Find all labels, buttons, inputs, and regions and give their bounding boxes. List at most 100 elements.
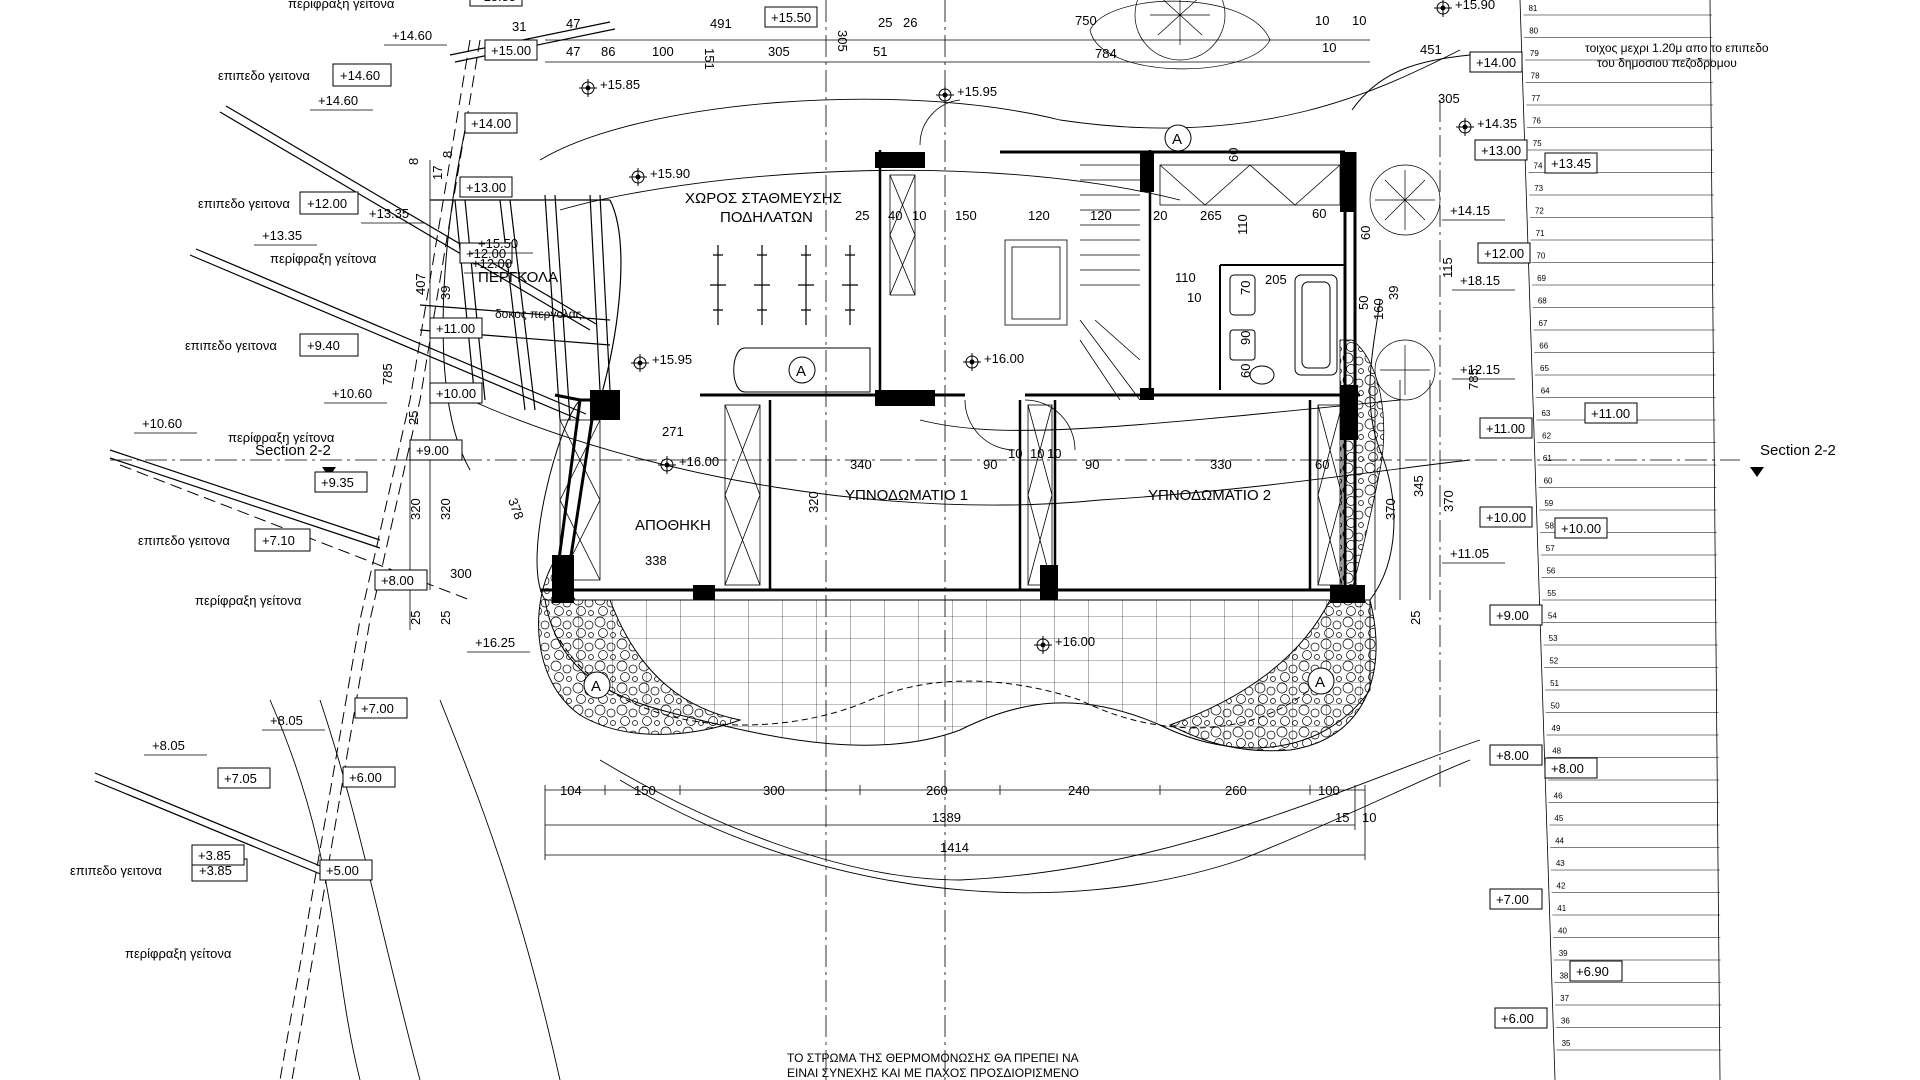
ramp-step-number: 37	[1560, 994, 1569, 1003]
dimension-value: 25	[438, 611, 453, 625]
dimension-value: 340	[850, 457, 872, 472]
dimension-value: 305	[1438, 91, 1460, 106]
ramp-strip	[1519, 0, 1721, 1080]
spot-level-value: +15.90	[650, 166, 690, 181]
boxed-level: +13.00	[459, 176, 513, 198]
dimension-value: 110	[1235, 214, 1250, 235]
boxed-level: +6.90	[1569, 960, 1623, 982]
insulation-note-line-1: ΤΟ ΣΤΡΩΜΑ ΤΗΣ ΘΕΡΜΟΜΟΝΩΣΗΣ ΘΑ ΠΡΕΠΕΙ ΝΑ	[787, 1051, 1079, 1065]
section-markers	[322, 467, 1764, 477]
dimension-value: 47	[566, 16, 580, 31]
ramp-step-number: 55	[1547, 589, 1556, 598]
boxed-level: +8.00	[1544, 757, 1598, 779]
boxed-level-value: +6.00	[1501, 1011, 1534, 1026]
ramp-step-number: 51	[1550, 679, 1559, 688]
section-label-left: Section 2-2	[255, 442, 331, 459]
boxed-level: +13.45	[1544, 152, 1598, 174]
dimension-value: 305	[768, 44, 790, 59]
boxed-level: +6.00	[342, 766, 396, 788]
wall-note-line-2: του δημοσιου πεζοδρομου	[1597, 56, 1737, 70]
fence-label-1: περίφραξη γείτονα	[288, 0, 395, 11]
dimension-value: 120	[1028, 208, 1050, 223]
fence-label-4: περίφραξη γείτονα	[195, 593, 302, 608]
marker-a-4: A	[1307, 667, 1335, 695]
free-level: +14.15	[1442, 203, 1505, 221]
structural-columns	[552, 152, 1365, 603]
boxed-level-value: +9.35	[321, 475, 354, 490]
door-swings	[919, 99, 1076, 451]
boxed-level-value: +10.00	[1486, 510, 1526, 525]
dimension-value: 271	[662, 424, 684, 439]
boxed-level-value: +15.85	[476, 0, 516, 4]
dimension-value: 10	[1030, 446, 1044, 461]
boxed-level: +10.00	[1479, 506, 1533, 528]
spot-level: +15.95	[936, 84, 997, 104]
planter-markers: A A A A	[583, 124, 1335, 699]
dimension-value: 150	[634, 783, 656, 798]
dimension-value: 1414	[940, 840, 969, 855]
label-pergola-beam: δοκος περγολας	[495, 307, 582, 321]
room-labels: ΧΩΡΟΣ ΣΤΑΘΜΕΥΣΗΣ ΠΟΔΗΛΑΤΩΝ ΠΕΡΓΚΟΛΑ δοκο…	[478, 190, 1271, 534]
ramp-step-number: 81	[1528, 4, 1537, 13]
boxed-level-value: +11.00	[1591, 406, 1630, 421]
dimension-value: 26	[903, 15, 917, 30]
section-label-right: Section 2-2	[1760, 442, 1836, 459]
ramp-step-number: 64	[1541, 387, 1550, 396]
boxed-level: +7.00	[1489, 888, 1543, 910]
boxed-level-value: +15.50	[771, 10, 811, 25]
ramp-step-number: 79	[1530, 49, 1539, 58]
dimension-value: 320	[806, 491, 821, 513]
dimension-value: 320	[408, 498, 423, 520]
spot-level-value: +14.35	[1477, 116, 1517, 131]
dimension-value: 305	[835, 30, 850, 52]
ramp-step-number: 52	[1549, 657, 1558, 666]
dimension-value: 10	[1315, 13, 1329, 28]
ramp-step-number: 44	[1555, 837, 1564, 846]
dimension-value: 491	[710, 16, 732, 31]
terrain-contours	[269, 49, 1481, 1080]
boxed-level: +11.00	[1584, 402, 1638, 424]
spot-level-value: +15.95	[652, 352, 692, 367]
ramp-step-number: 69	[1537, 274, 1546, 283]
free-level-value: +13.35	[369, 206, 409, 221]
ramp-step-number: 46	[1554, 792, 1563, 801]
dimension-value: 150	[955, 208, 977, 223]
dimension-value: 10	[1322, 40, 1336, 55]
ramp-step-number: 67	[1539, 319, 1548, 328]
spot-level-value: +16.00	[1055, 634, 1095, 649]
ramp-step-number: 73	[1534, 184, 1543, 193]
boxed-level-value: +6.90	[1576, 964, 1609, 979]
spot-level: +15.85	[579, 77, 640, 97]
boxed-level-value: +3.85	[198, 848, 231, 863]
dimension-value: 265	[1200, 208, 1222, 223]
svg-text:επιπεδο γειτονα: επιπεδο γειτονα	[185, 338, 277, 353]
ramp-step-number: 71	[1536, 229, 1545, 238]
garden-outline	[442, 54, 1471, 601]
ramp-step-number: 59	[1544, 499, 1553, 508]
boxed-level-value: +5.00	[326, 863, 359, 878]
ramp-step-number: 80	[1529, 27, 1538, 36]
boxed-level-value: +7.00	[361, 701, 394, 716]
notes: τοιχος μεχρι 1.20μ απο το επιπεδο του δη…	[255, 41, 1836, 1080]
ramp-step-number: 39	[1559, 949, 1568, 958]
svg-text:επιπεδο γειτονα: επιπεδο γειτονα	[218, 68, 310, 83]
boxed-level-value: +11.00	[436, 321, 475, 336]
label-bedroom-2: ΥΠΝΟΔΩΜΑΤΙΟ 2	[1148, 487, 1271, 504]
dimension-value: 51	[873, 44, 887, 59]
svg-text:A: A	[1172, 131, 1182, 148]
dimension-value: 8	[440, 151, 455, 158]
ramp-step-number: 54	[1548, 612, 1557, 621]
bathroom-fixtures	[1229, 274, 1338, 385]
boxed-level-value: +12.00	[1484, 246, 1524, 261]
free-level: +13.35	[361, 206, 424, 224]
boxed-level-value: +11.00	[1486, 421, 1525, 436]
boxed-level-value: +12.00	[466, 246, 506, 261]
boxed-level: +10.00	[1554, 517, 1608, 539]
free-level: +13.35	[254, 228, 317, 246]
free-level: +14.60	[310, 93, 373, 111]
dimension-value: 750	[1075, 13, 1097, 28]
boxed-level: +14.00	[464, 112, 518, 134]
free-level-value: +13.35	[262, 228, 302, 243]
dimension-value: 10	[1362, 810, 1376, 825]
free-level-value: +15.50	[478, 236, 518, 251]
